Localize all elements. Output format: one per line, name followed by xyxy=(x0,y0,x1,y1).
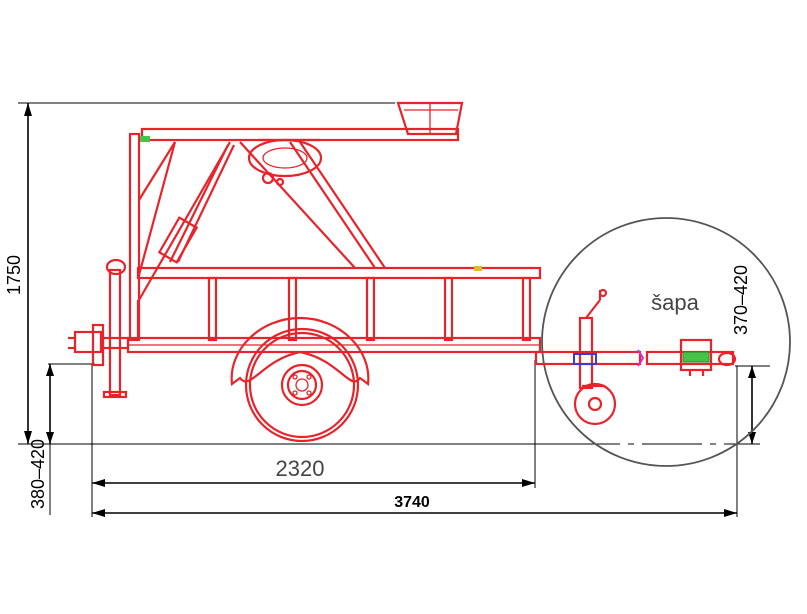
dimension-labels: 1750 380–420 370–420 2320 3740 šapa xyxy=(4,255,751,511)
label-hitch-height: 380–420 xyxy=(28,439,48,509)
label-height-total: 1750 xyxy=(4,255,24,295)
dimension-lines xyxy=(18,102,770,517)
trailer-frame xyxy=(68,101,542,399)
green-marker xyxy=(140,136,150,142)
label-overall-length: 3740 xyxy=(394,494,430,511)
wheel xyxy=(244,327,360,443)
label-jack-height: 370–420 xyxy=(731,265,751,335)
label-axle-length: 2320 xyxy=(276,456,325,481)
label-detail-sapa: šapa xyxy=(651,290,699,315)
yellow-marker xyxy=(474,266,482,271)
detail-circle xyxy=(534,217,791,467)
